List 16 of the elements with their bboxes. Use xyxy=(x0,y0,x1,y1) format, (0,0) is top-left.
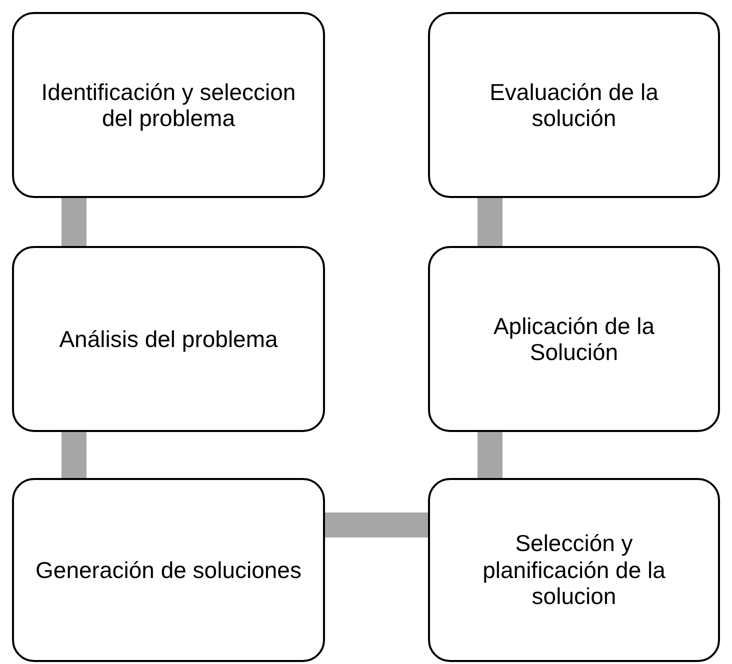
process-box xyxy=(428,12,720,198)
process-box xyxy=(12,12,325,198)
connector-bar xyxy=(478,198,502,246)
box-label: Evaluación de la solución xyxy=(488,78,660,132)
connector-bar xyxy=(325,512,428,538)
connector-bar xyxy=(62,432,86,478)
box-label: Aplicación de la Solución xyxy=(492,312,656,366)
box-label: Análisis del problema xyxy=(59,326,278,352)
box-label: Generación de soluciones xyxy=(36,556,302,584)
process-box xyxy=(428,478,720,662)
box-label: Identificación y seleccion del problema xyxy=(40,78,297,132)
process-box xyxy=(12,478,325,662)
process-box xyxy=(12,246,325,432)
process-box xyxy=(428,246,720,432)
box-label: Selección y planificación de la solucion xyxy=(482,530,666,610)
connector-bar xyxy=(62,198,86,246)
